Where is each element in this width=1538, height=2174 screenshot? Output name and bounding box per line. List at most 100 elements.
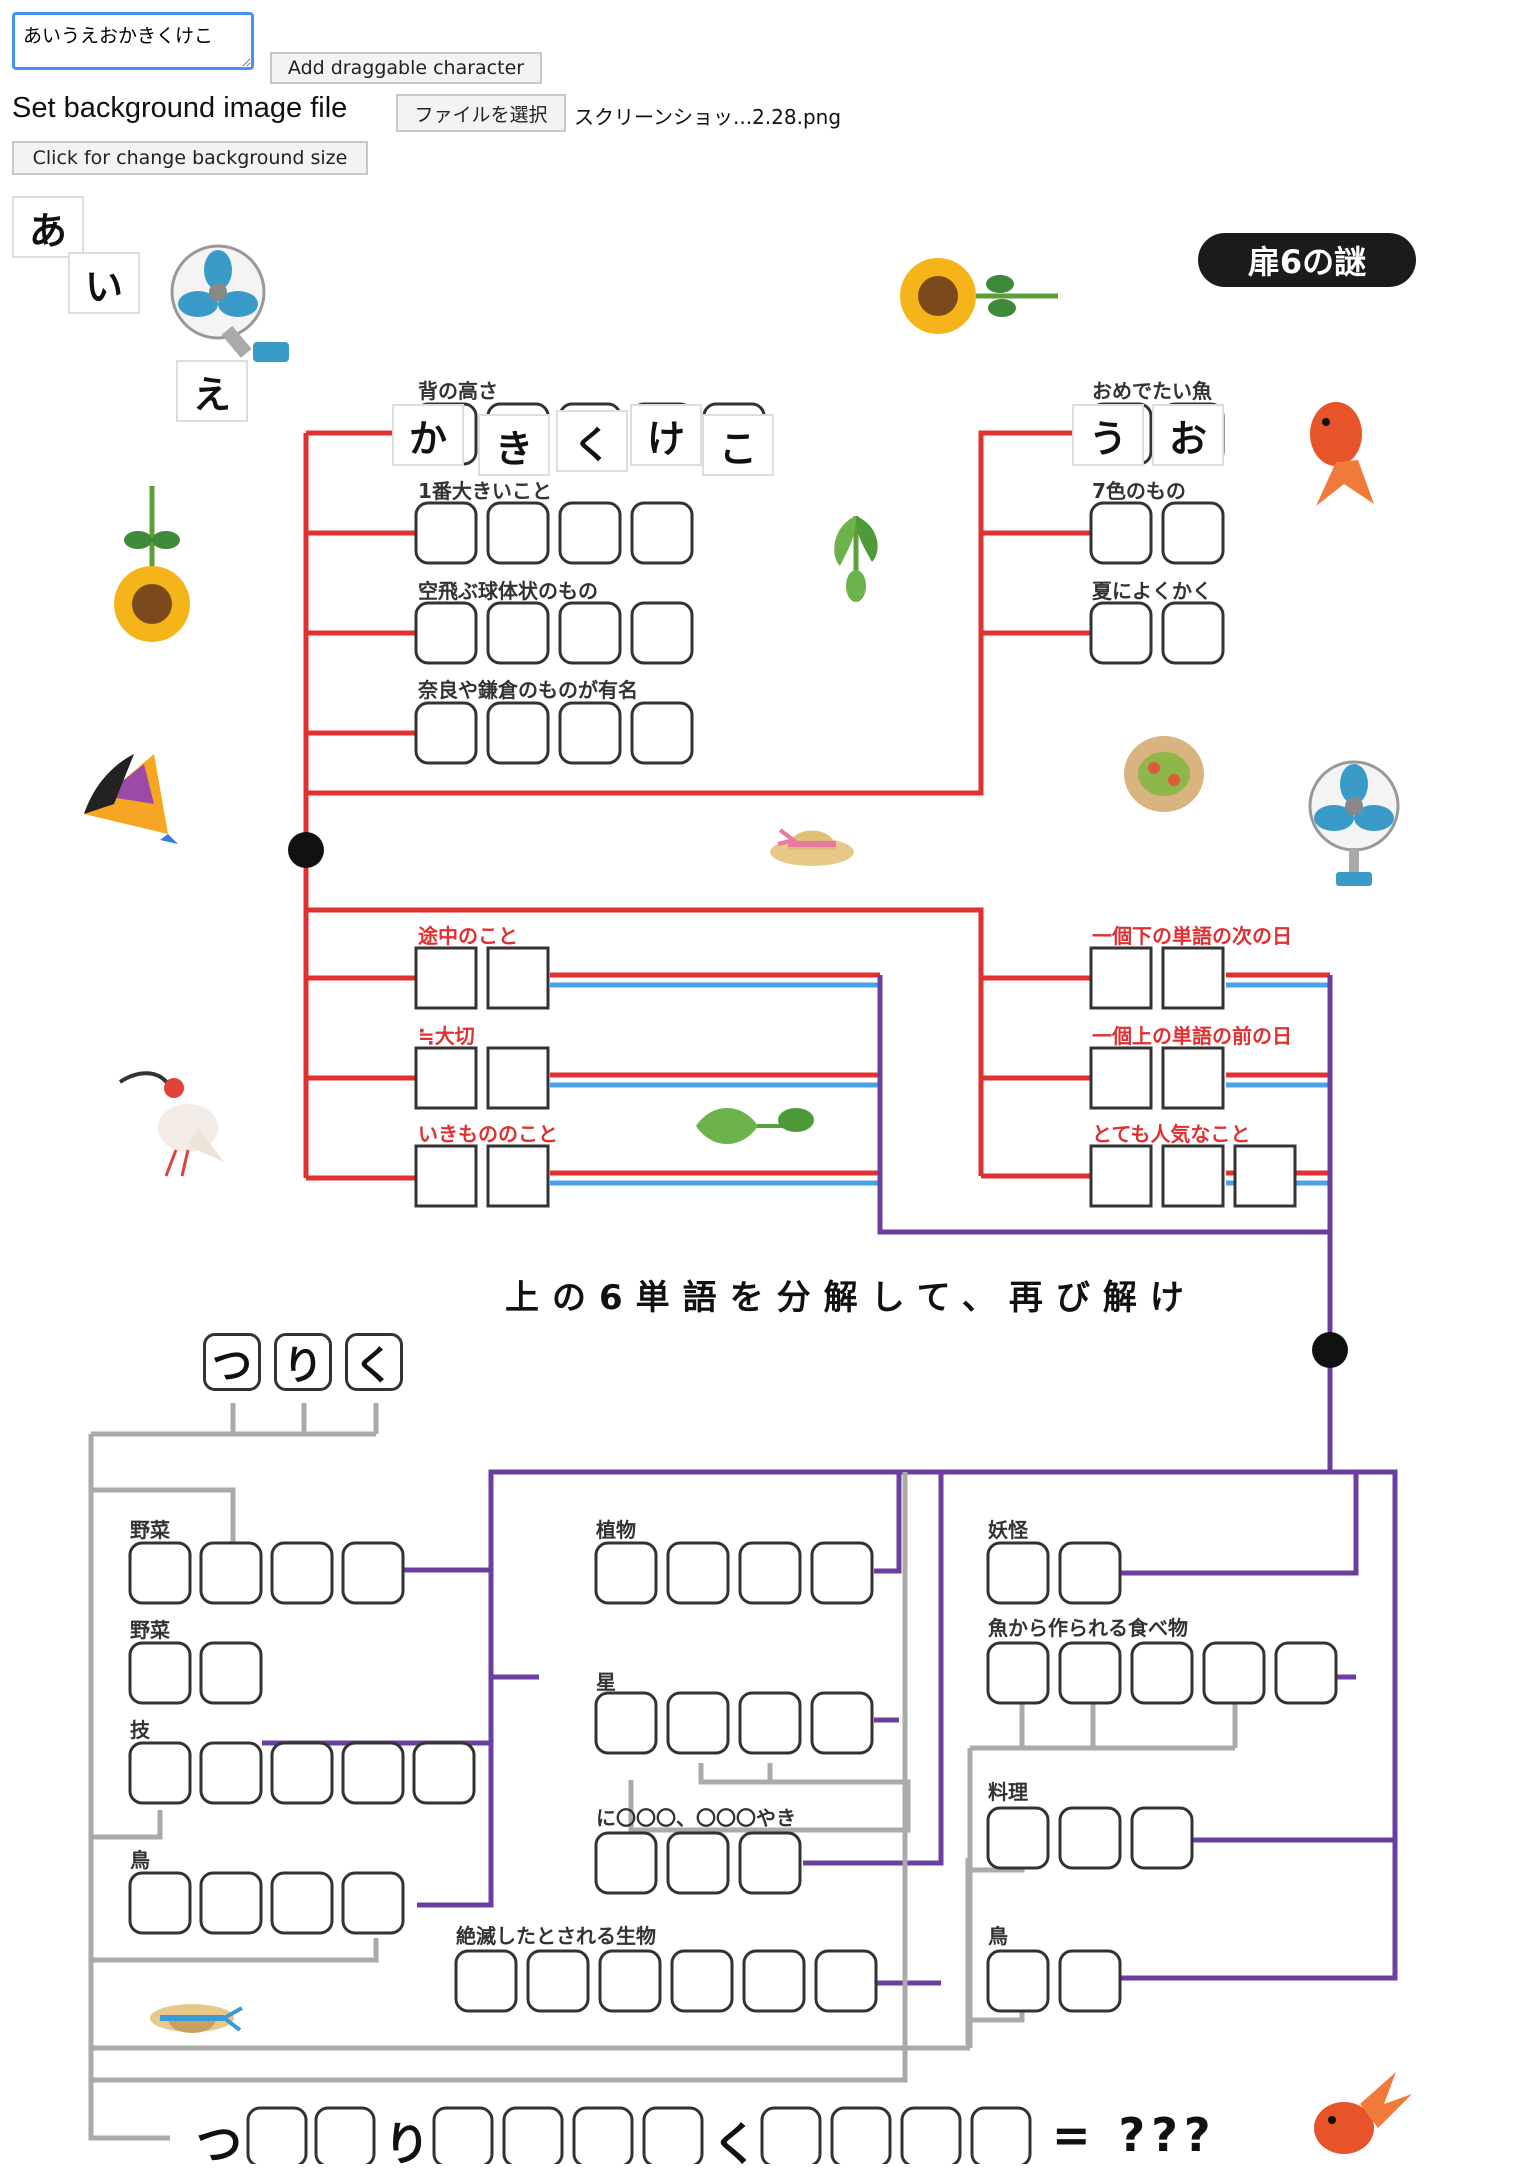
sprout-icon (834, 516, 878, 602)
pastry-icon (1124, 736, 1204, 812)
background-file-label: Set background image file (12, 92, 348, 124)
answer-box (1130, 1806, 1194, 1870)
answer-box (970, 2106, 1032, 2164)
answer-box (341, 1871, 405, 1935)
selected-file-name: スクリーンショッ...2.28.png (574, 105, 842, 129)
answer-box (814, 1949, 878, 2013)
answer-box (666, 1831, 730, 1895)
change-background-size-button[interactable]: Click for change background size (12, 141, 368, 175)
question-veg2: 野菜 (130, 1618, 170, 1642)
characters-textarea[interactable]: あいうえおかきくけこ (12, 12, 254, 70)
choose-file-button[interactable]: ファイルを選択 (396, 94, 566, 132)
question-veg1: 野菜 (130, 1518, 170, 1542)
answer-box (630, 601, 694, 665)
add-character-button[interactable]: Add draggable character (270, 52, 542, 84)
answer-box (432, 2106, 494, 2164)
answer-box (670, 1949, 734, 2013)
answer-box (986, 1641, 1050, 1705)
answer-box (630, 501, 694, 565)
answer-box (414, 946, 478, 1010)
answer-box (1089, 946, 1153, 1010)
answer-box (558, 701, 622, 765)
answer-glyph-ku: く (712, 2117, 758, 2171)
draggable-piece-i[interactable]: い (68, 252, 140, 314)
question-height: 背の高さ (418, 379, 498, 403)
draggable-piece-o[interactable]: お (1152, 404, 1224, 466)
hint-box-tsu: つ (203, 1333, 261, 1391)
answer-box (270, 1541, 334, 1605)
question-prev-day: 一個上の単語の前の日 (1092, 1024, 1292, 1048)
answer-box (246, 2106, 308, 2164)
answer-box (199, 1541, 263, 1605)
sunflower-icon (900, 258, 1058, 334)
answer-box (414, 701, 478, 765)
answer-box (1233, 1144, 1297, 1208)
crested-ibis-icon (118, 1071, 224, 1177)
fan-icon (170, 244, 289, 362)
answer-box (128, 1741, 192, 1805)
question-nara: 奈良や鎌倉のものが有名 (418, 678, 638, 702)
answer-box (412, 1741, 476, 1805)
junction-dot (1312, 1332, 1348, 1368)
answer-box (1202, 1641, 1266, 1705)
question-number1: 1番大きいこと (418, 479, 552, 503)
fan-icon (1308, 760, 1400, 886)
answer-box (810, 1541, 874, 1605)
goldfish-icon (1314, 2072, 1412, 2154)
sailboat-icon (84, 754, 178, 844)
question-plant: 植物 (596, 1518, 636, 1542)
answer-box (760, 2106, 822, 2164)
answer-box (642, 2106, 704, 2164)
answer-box (486, 946, 550, 1010)
answer-box (199, 1871, 263, 1935)
answer-box (128, 1641, 192, 1705)
question-cooking: 料理 (988, 1780, 1028, 1804)
question-important: ≒大切 (418, 1024, 475, 1048)
door6-title: 扉6の謎 (1198, 233, 1416, 287)
answer-box (598, 1949, 662, 2013)
answer-box (128, 1541, 192, 1605)
draggable-piece-u[interactable]: う (1072, 404, 1144, 466)
controls-bar: あいうえおかきくけこ Add draggable character Set b… (0, 0, 1538, 200)
draggable-piece-a[interactable]: あ (12, 196, 84, 258)
answer-glyph-tsu: つ (196, 2117, 242, 2171)
answer-box (414, 1046, 478, 1110)
answer-box (594, 1831, 658, 1895)
question-popular: とても人気なこと (1092, 1122, 1251, 1146)
answer-box (738, 1691, 802, 1755)
answer-box (666, 1541, 730, 1605)
question-star: 星 (596, 1670, 616, 1694)
answer-box (738, 1541, 802, 1605)
answer-box (1089, 1144, 1153, 1208)
hint-box-ku: く (345, 1333, 403, 1391)
question-bird2: 鳥 (988, 1924, 1008, 1948)
answer-box (486, 501, 550, 565)
instruction-text: 上の6単語を分解して、再び解け (505, 1278, 1197, 1318)
answer-box (1058, 1949, 1122, 2013)
answer-box (1161, 946, 1225, 1010)
answer-box (486, 701, 550, 765)
answer-box (986, 1806, 1050, 1870)
answer-box (486, 1046, 550, 1110)
junction-dot (288, 832, 324, 868)
answer-box (572, 2106, 634, 2164)
draggable-piece-ki[interactable]: き (478, 414, 550, 476)
draggable-piece-ka[interactable]: か (392, 404, 464, 466)
question-fish: おめでたい魚 (1092, 379, 1212, 403)
question-sweat: 夏によくかく (1092, 579, 1212, 603)
answer-box (1058, 1541, 1122, 1605)
question-creature: いきもののこと (418, 1122, 558, 1146)
answer-box (1058, 1641, 1122, 1705)
answer-box (594, 1541, 658, 1605)
draggable-piece-ko[interactable]: こ (702, 414, 774, 476)
answer-box (1089, 1046, 1153, 1110)
sunflower-icon (114, 486, 190, 642)
question-niyaki: に〇〇〇、〇〇〇やき (596, 1806, 796, 1830)
draggable-piece-ke[interactable]: け (630, 404, 702, 466)
answer-box (526, 1949, 590, 2013)
draggable-piece-e[interactable]: え (176, 360, 248, 422)
answer-box (742, 1949, 806, 2013)
answer-box (558, 501, 622, 565)
draggable-piece-ku[interactable]: く (556, 410, 628, 472)
answer-box (594, 1691, 658, 1755)
